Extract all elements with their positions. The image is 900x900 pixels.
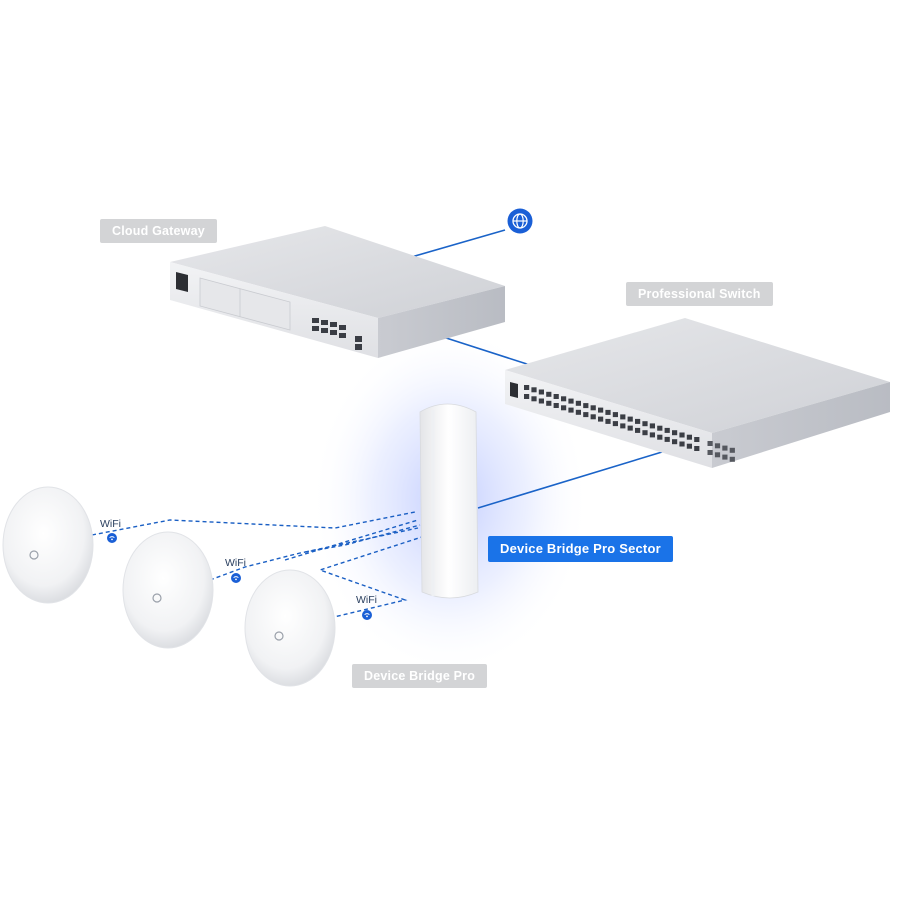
wifi-icon <box>362 610 372 620</box>
switch-port <box>524 385 530 390</box>
switch-port <box>686 434 692 440</box>
switch-sfp-port <box>722 454 728 460</box>
device-bridge-pro-dish-3 <box>244 569 336 687</box>
wifi-label-2: WiFi <box>225 557 246 569</box>
switch-port <box>627 416 633 422</box>
gateway-ports <box>312 318 362 350</box>
switch-port <box>568 407 574 413</box>
device-bridge-pro-sector-label: Device Bridge Pro Sector <box>488 536 673 562</box>
switch-port <box>598 407 604 413</box>
wifi-icon <box>107 533 117 543</box>
switch-port <box>583 412 589 418</box>
wifi-link-extra-1 <box>284 519 419 561</box>
switch-sfp-port <box>707 450 713 455</box>
switch-port <box>694 446 700 451</box>
switch-port <box>538 389 544 395</box>
switch-sfp-port <box>722 445 728 451</box>
switch-port <box>546 391 552 397</box>
device-bridge-pro-dish-1 <box>2 486 94 604</box>
wifi-label-1: WiFi <box>100 518 121 530</box>
switch-port <box>642 430 648 436</box>
device-bridge-pro-dish-2 <box>122 531 214 649</box>
globe-icon <box>507 208 533 234</box>
switch-sfp-port <box>729 456 735 462</box>
wifi-link-1 <box>91 511 416 536</box>
switch-port <box>612 421 618 427</box>
switch-port <box>679 441 685 447</box>
switch-ports <box>524 385 735 462</box>
switch-port <box>694 437 700 442</box>
professional-switch-label: Professional Switch <box>626 282 773 306</box>
cloud-gateway-label: Cloud Gateway <box>100 219 217 243</box>
link-gateway-switch <box>439 335 531 366</box>
professional-switch-device <box>505 318 890 468</box>
switch-port <box>649 432 655 438</box>
switch-port <box>524 394 530 399</box>
switch-port <box>649 423 655 429</box>
switch-port <box>568 398 574 404</box>
switch-port <box>679 432 685 438</box>
switch-port <box>575 409 581 415</box>
switch-port <box>546 400 552 406</box>
switch-sfp-port <box>707 441 713 446</box>
switch-port <box>686 443 692 449</box>
device-bridge-pro-sector-antenna <box>419 403 479 599</box>
switch-port <box>605 409 611 415</box>
wifi-link-extra-2 <box>304 527 419 553</box>
switch-port <box>553 394 559 399</box>
switch-port <box>590 405 596 411</box>
wifi-icon <box>231 573 241 583</box>
wifi-link-3 <box>317 534 429 619</box>
switch-sfp-port <box>729 447 735 453</box>
wired-links <box>407 229 663 509</box>
switch-port <box>642 421 648 427</box>
switch-port <box>561 405 567 411</box>
switch-port <box>612 412 618 418</box>
wifi-link-2 <box>209 524 421 581</box>
switch-port <box>605 418 611 424</box>
switch-sfp-port <box>714 443 721 449</box>
switch-port <box>672 430 678 436</box>
switch-port <box>583 403 589 409</box>
switch-port <box>531 387 537 393</box>
device-bridge-pro-label: Device Bridge Pro <box>352 664 488 688</box>
switch-port <box>620 414 626 420</box>
wifi-label-3: WiFi <box>356 594 377 606</box>
switch-port <box>590 414 596 420</box>
switch-port <box>635 418 641 424</box>
switch-port <box>561 396 567 402</box>
switch-sfp-port <box>714 452 721 458</box>
link-gateway-internet <box>407 229 506 259</box>
switch-port <box>575 400 581 406</box>
switch-port <box>627 425 633 431</box>
link-switch-sector <box>477 451 663 509</box>
switch-port <box>657 434 663 440</box>
switch-port <box>635 427 641 433</box>
switch-port <box>598 416 604 422</box>
switch-port <box>672 439 678 445</box>
switch-port <box>664 427 670 433</box>
cloud-gateway-device <box>170 226 505 358</box>
switch-port <box>531 396 537 402</box>
switch-port <box>664 436 670 442</box>
switch-port <box>657 425 663 431</box>
switch-port <box>553 403 559 408</box>
switch-port <box>538 398 544 404</box>
switch-port <box>620 423 626 429</box>
wireless-links <box>91 511 429 619</box>
